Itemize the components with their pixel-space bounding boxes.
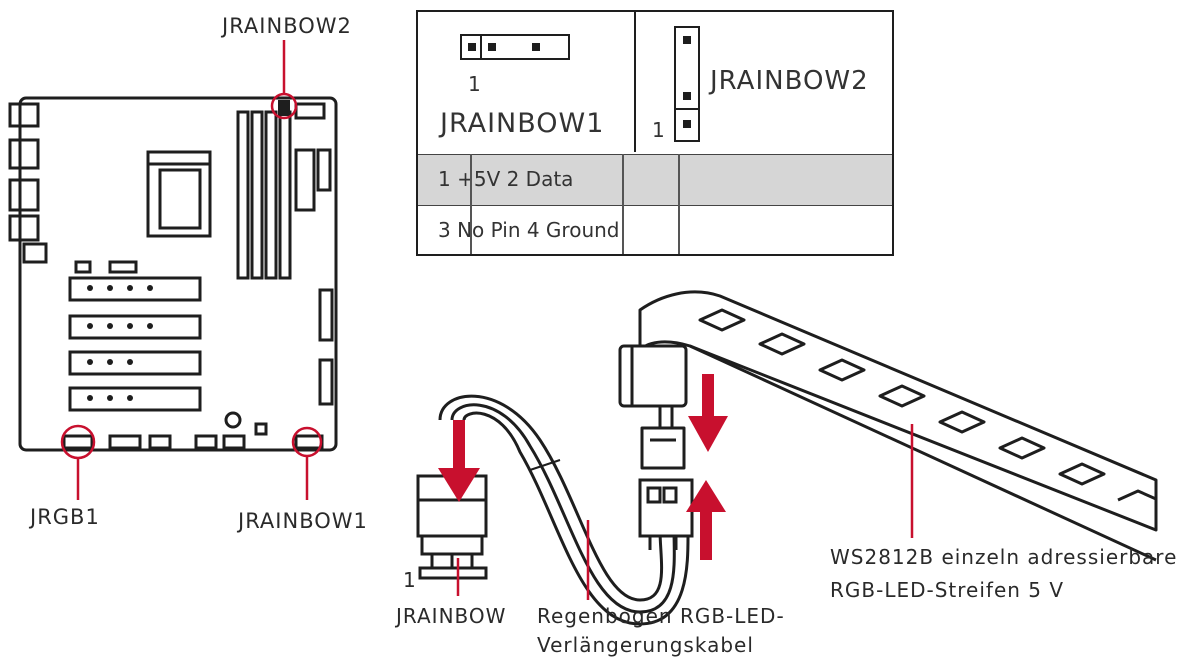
label-jrainbow: JRAINBOW	[396, 604, 507, 628]
extension-cable	[416, 394, 694, 626]
caption-strip-line1: WS2812B einzeln adressierbare	[830, 545, 1177, 569]
jrainbow-pin-one: 1	[403, 568, 417, 592]
jrainbow2-pin-one: 1	[652, 118, 665, 142]
led-strip	[618, 290, 1158, 562]
pinout-row-2: 3 No Pin 4 Ground	[418, 206, 892, 254]
pinout-row-1: 1 +5V 2 Data	[418, 154, 892, 206]
pinout-table: 1 JRAINBOW1 1 JRAINBOW2 1 +5V 2 Data 3 N…	[416, 10, 894, 256]
label-jrainbow1: JRAINBOW1	[238, 509, 368, 533]
caption-cable-line2: Verlängerungskabel	[537, 633, 754, 657]
caption-strip-line2: RGB-LED-Streifen 5 V	[830, 578, 1065, 602]
pinout-row-1-text: 1 +5V 2 Data	[438, 167, 574, 191]
insert-arrows	[438, 374, 728, 560]
label-jrgb1: JRGB1	[30, 505, 100, 529]
jrainbow1-pin-one: 1	[468, 72, 481, 96]
jrainbow2-title: JRAINBOW2	[710, 66, 869, 96]
pinout-row-2-text: 3 No Pin 4 Ground	[438, 218, 620, 242]
label-jrainbow2: JRAINBOW2	[222, 14, 352, 38]
jrainbow1-title: JRAINBOW1	[440, 108, 605, 139]
jrainbow2-pin-header	[674, 26, 700, 142]
caption-cable-line1: Regenbogen RGB-LED-	[537, 604, 785, 628]
jrainbow1-pin-header	[460, 34, 570, 60]
